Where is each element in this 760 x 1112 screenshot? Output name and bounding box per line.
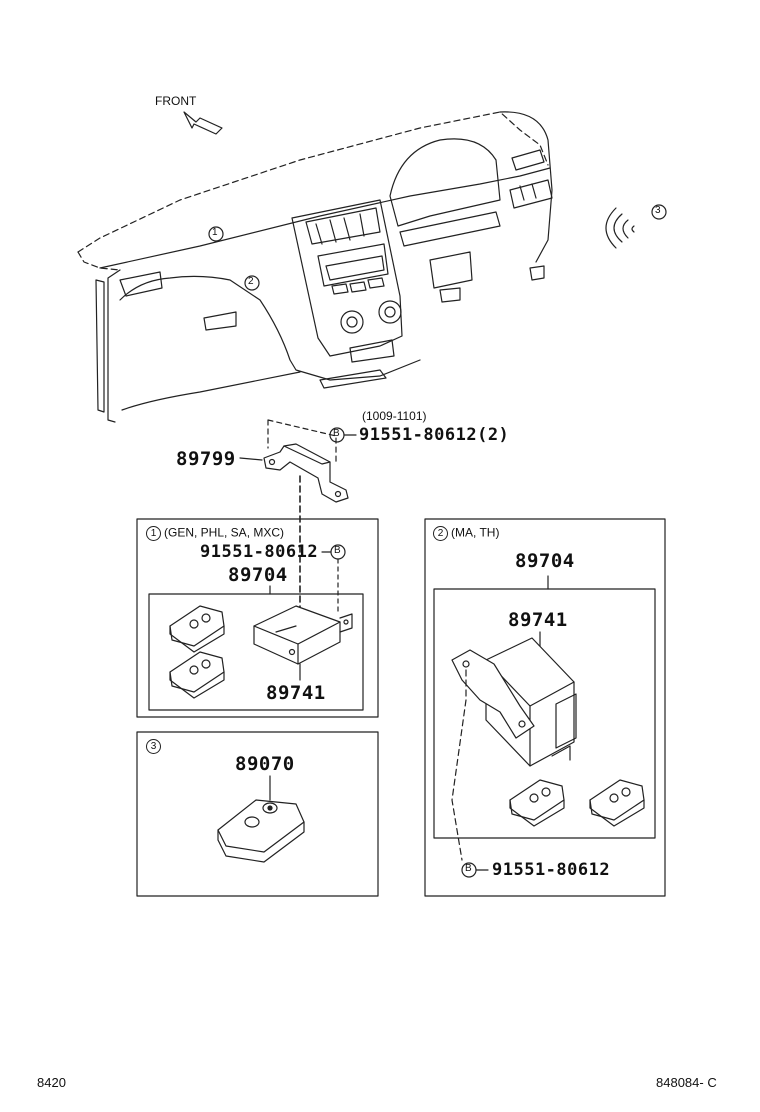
- panel-1-bolt-marker: B: [334, 545, 341, 556]
- panel-1-variants: (GEN, PHL, SA, MXC): [164, 525, 285, 540]
- panel-2-inner-frame: [433, 588, 656, 839]
- key-fob-icon: [169, 605, 225, 653]
- callout-3-number: 3: [655, 205, 661, 216]
- signal-wave-icon: [605, 207, 635, 249]
- date-range-note: (1009-1101): [362, 409, 427, 423]
- panel-2-marker: 2: [433, 526, 448, 541]
- panel-2-bolt-part: 91551-80612: [492, 860, 611, 880]
- dashboard-illustration: [77, 111, 553, 423]
- key-fob-icon: [217, 799, 305, 863]
- key-fob-icon: [169, 651, 225, 699]
- panel-2-module-part: 89741: [508, 609, 568, 631]
- callout-3-circle: [651, 204, 667, 220]
- panel-2-bolt-marker: B: [465, 863, 472, 874]
- front-label: FRONT: [155, 94, 197, 108]
- panel-2-frame: [424, 518, 666, 897]
- panel-2-variants: (MA, TH): [451, 525, 500, 540]
- bracket-icon: [239, 419, 349, 613]
- panel-3-header: 3: [146, 739, 164, 754]
- page-code: 8420: [37, 1075, 66, 1090]
- panel-1-frame: [136, 518, 379, 718]
- panel-3-transmitter-part: 89070: [235, 753, 295, 775]
- leader-line: [451, 669, 467, 861]
- bolt-part-number: 91551-80612(2): [359, 425, 510, 445]
- control-module-icon: [451, 637, 577, 767]
- front-arrow-icon: [183, 111, 223, 135]
- panel-3-frame: [136, 731, 379, 897]
- panel-2-header: 2(MA, TH): [433, 526, 499, 541]
- bolt-marker-label: B: [333, 428, 340, 439]
- callout-1-circle: [208, 226, 224, 242]
- figure-code: 848084- C: [656, 1075, 717, 1090]
- control-module-icon: [253, 605, 353, 665]
- panel-3-marker: 3: [146, 739, 161, 754]
- bracket-part-number: 89799: [176, 448, 236, 470]
- callout-2-circle: [244, 275, 260, 291]
- key-fob-icon: [589, 779, 645, 827]
- callout-1-number: 1: [212, 227, 218, 238]
- panel-1-module-part: 89741: [266, 682, 326, 704]
- panel-1-header: 1(GEN, PHL, SA, MXC): [146, 526, 284, 541]
- panel-1-inner-frame: [148, 593, 364, 711]
- panel-1-kit-part: 89704: [228, 564, 288, 586]
- key-fob-icon: [509, 779, 565, 827]
- panel-2-kit-part: 89704: [515, 550, 575, 572]
- callout-2-number: 2: [248, 276, 254, 287]
- panel-1-marker: 1: [146, 526, 161, 541]
- panel-1-bolt-part: 91551-80612: [200, 542, 319, 562]
